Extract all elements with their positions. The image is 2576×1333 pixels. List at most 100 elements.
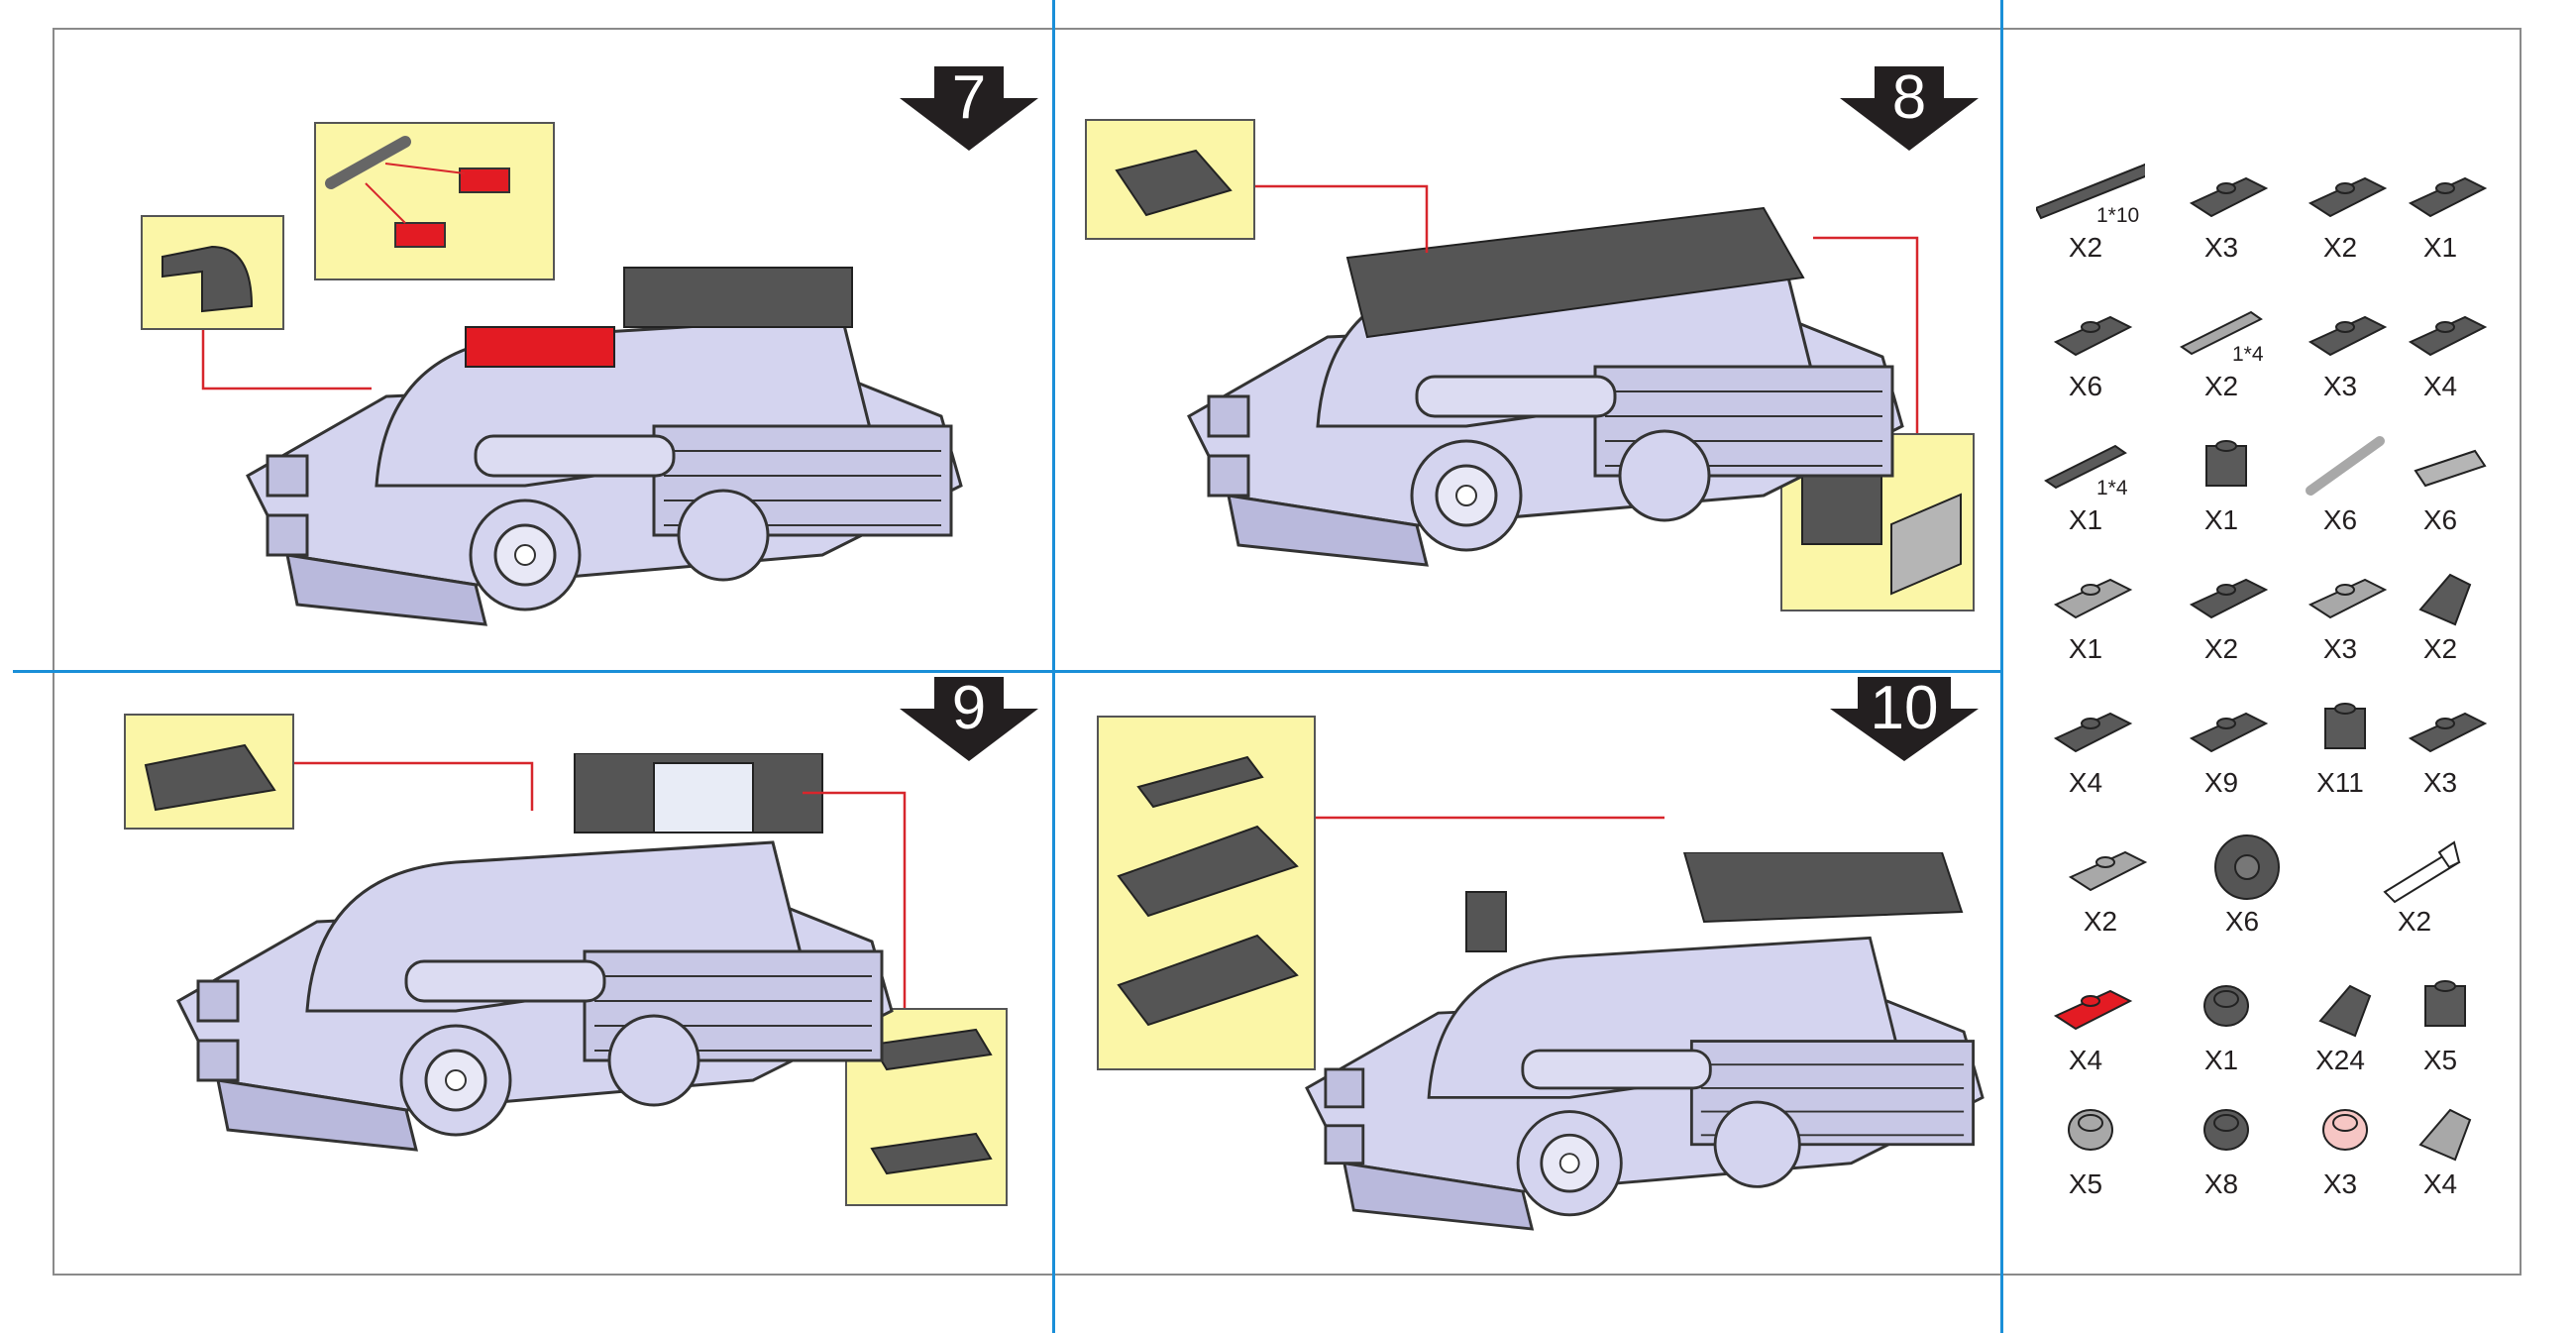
slope-part-icon bbox=[2418, 1108, 2472, 1162]
slope-pair-icon bbox=[144, 743, 276, 812]
round-plate-part-icon bbox=[2068, 1109, 2113, 1151]
down-arrow-icon bbox=[900, 677, 1038, 761]
step-7-badge: 7 bbox=[900, 63, 1038, 151]
part-item: X1 bbox=[2011, 550, 2160, 669]
part-item: X2 bbox=[2366, 550, 2515, 669]
step-number: 7 bbox=[951, 63, 987, 132]
curve-part-icon bbox=[2189, 578, 2269, 619]
part-quantity: X2 bbox=[2083, 906, 2118, 937]
tile-part-icon bbox=[2180, 310, 2263, 356]
step-number: 9 bbox=[951, 674, 987, 742]
curved-brick-icon bbox=[161, 245, 254, 313]
part-item: X3 bbox=[2366, 684, 2515, 803]
part-item: X24 bbox=[2266, 961, 2415, 1080]
step-9-train-model bbox=[159, 753, 912, 1169]
part-quantity: X1 bbox=[2203, 504, 2239, 535]
tile-part-icon bbox=[2044, 444, 2127, 490]
down-arrow-icon bbox=[1840, 66, 1979, 151]
part-item: X2 bbox=[2266, 149, 2415, 268]
part-item: X1 bbox=[2147, 961, 2296, 1080]
round-brick-part-icon bbox=[2203, 985, 2249, 1027]
part-quantity: X8 bbox=[2203, 1168, 2239, 1199]
plate-long-part-icon bbox=[2036, 163, 2145, 220]
tire-part-icon bbox=[2214, 834, 2280, 900]
panel-divider-vertical bbox=[1052, 0, 1055, 1333]
step-9-badge: 9 bbox=[900, 674, 1038, 761]
page-border bbox=[53, 28, 2522, 1276]
part-quantity: X2 bbox=[2422, 633, 2458, 664]
step-8-callout-slopes bbox=[1085, 119, 1255, 240]
jumper-part-icon bbox=[2408, 712, 2488, 753]
grille-part-icon bbox=[2414, 449, 2487, 488]
part-quantity: X4 bbox=[2068, 1045, 2103, 1075]
handle-part-icon bbox=[2053, 578, 2133, 619]
part-item: X2 bbox=[2147, 550, 2296, 669]
part-item: X2 bbox=[2340, 823, 2489, 942]
part-item: X3 bbox=[2266, 550, 2415, 669]
part-quantity: X6 bbox=[2224, 906, 2260, 937]
step-10-callout-roof bbox=[1097, 716, 1316, 1070]
part-quantity: X4 bbox=[2422, 1168, 2458, 1199]
part-item: X8 bbox=[2147, 1085, 2296, 1204]
part-item: X6 bbox=[2168, 823, 2316, 942]
part-quantity: X2 bbox=[2322, 232, 2358, 263]
step-10-badge: 10 bbox=[1830, 674, 1979, 761]
part-quantity: X5 bbox=[2422, 1045, 2458, 1075]
part-size: 1*4 bbox=[2096, 477, 2128, 500]
part-item: X6 bbox=[2011, 287, 2160, 406]
part-item: X4 bbox=[2366, 1085, 2515, 1204]
part-quantity: X2 bbox=[2397, 906, 2432, 937]
part-quantity: X2 bbox=[2203, 633, 2239, 664]
bar-part-icon bbox=[2306, 436, 2385, 496]
bar-and-clips-icon bbox=[325, 136, 510, 248]
plate-pins-part-icon bbox=[2308, 315, 2388, 357]
part-item: X5 bbox=[2366, 961, 2515, 1080]
plate-part-icon bbox=[2408, 176, 2488, 218]
part-quantity: X24 bbox=[2315, 1045, 2365, 1075]
down-arrow-icon bbox=[1830, 677, 1979, 761]
panel-divider-horizontal bbox=[13, 670, 2001, 673]
part-item: X6 bbox=[2366, 421, 2515, 540]
step-9-callout-slopes bbox=[124, 714, 294, 830]
part-size: 1*10 bbox=[2096, 204, 2140, 227]
brick-part-icon bbox=[2308, 176, 2388, 218]
step-8-badge: 8 bbox=[1840, 63, 1979, 151]
part-quantity: X6 bbox=[2422, 504, 2458, 535]
part-item: X6 bbox=[2266, 421, 2415, 540]
part-quantity: X3 bbox=[2322, 633, 2358, 664]
step-7-callout-curve bbox=[141, 215, 284, 330]
part-item: X1 bbox=[2147, 421, 2296, 540]
part-quantity: X1 bbox=[2203, 1045, 2239, 1075]
part-quantity: X9 bbox=[2203, 767, 2239, 798]
part-quantity: X1 bbox=[2422, 232, 2458, 263]
slope-pair-icon bbox=[1115, 149, 1233, 217]
bracket-grille-icon bbox=[1801, 464, 1962, 596]
part-quantity: X4 bbox=[2068, 767, 2103, 798]
part-item: X11 bbox=[2266, 684, 2415, 803]
clip-part-icon bbox=[2053, 989, 2133, 1031]
clip-part-icon bbox=[2068, 850, 2148, 892]
part-quantity: X1 bbox=[2068, 633, 2103, 664]
clip-part-icon bbox=[2053, 712, 2133, 753]
cube-part-icon bbox=[2424, 980, 2466, 1027]
part-item: X5 bbox=[2011, 1085, 2160, 1204]
step-7-callout-bar-clips bbox=[314, 122, 555, 280]
part-quantity: X1 bbox=[2068, 504, 2103, 535]
part-quantity: X2 bbox=[2068, 232, 2103, 263]
part-item: X4 bbox=[2011, 961, 2160, 1080]
down-arrow-icon bbox=[900, 66, 1038, 151]
part-quantity: X4 bbox=[2422, 371, 2458, 401]
part-item: X3 bbox=[2147, 149, 2296, 268]
step-number: 8 bbox=[1891, 63, 1927, 132]
bracket-cube-part-icon bbox=[2205, 440, 2247, 487]
part-quantity: X3 bbox=[2203, 232, 2239, 263]
slope-part-icon bbox=[2318, 984, 2372, 1038]
part-size: 1*4 bbox=[2232, 343, 2264, 366]
step-number: 10 bbox=[1870, 674, 1939, 742]
part-quantity: X5 bbox=[2068, 1168, 2103, 1199]
handle-part-icon bbox=[2308, 578, 2388, 619]
